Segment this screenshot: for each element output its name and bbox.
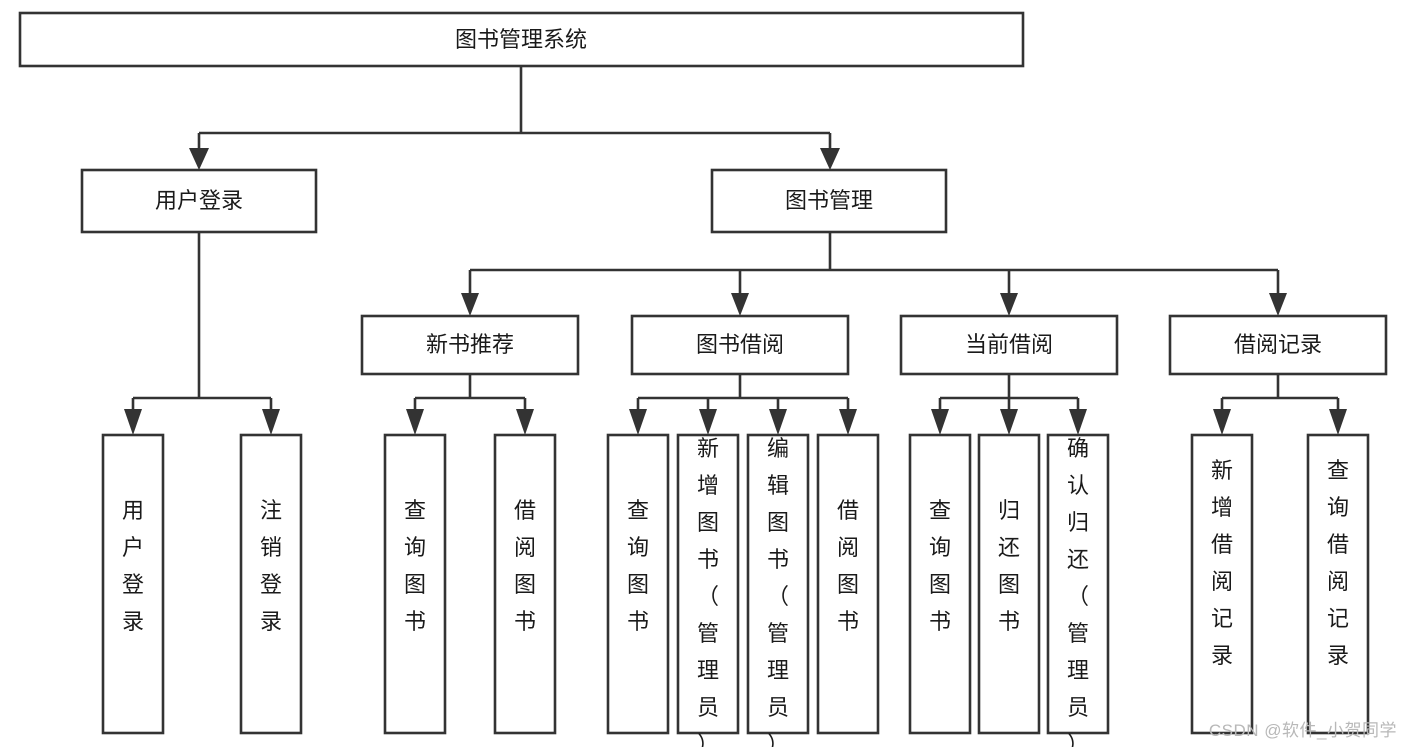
node-leaf-user-login-box[interactable]: [101, 433, 165, 735]
node-leaf-borrow-book-1-label: 借阅图书: [514, 498, 536, 634]
node-leaf-user-login-label: 用户登录: [122, 498, 144, 634]
node-leaf-query-book-2[interactable]: 查询图书: [606, 433, 670, 735]
node-leaf-logout-label: 注销登录: [260, 498, 282, 634]
arrow-head-leaf-query-record: [1329, 409, 1347, 435]
node-book-manage-box[interactable]: [710, 168, 948, 234]
node-leaf-borrow-book-1-box[interactable]: [493, 433, 557, 735]
node-leaf-edit-book-label: 编辑图书（管理员）: [767, 436, 789, 747]
node-current-borrow[interactable]: 当前借阅: [899, 314, 1119, 376]
node-leaf-borrow-book-2-label: 借阅图书: [837, 498, 859, 634]
arrow-head-borrow-record: [1269, 293, 1287, 316]
node-new-book-rec-label: 新书推荐: [426, 332, 514, 357]
arrow-head-leaf-add-book: [699, 409, 717, 435]
node-user-login-box[interactable]: [80, 168, 318, 234]
node-book-manage-label: 图书管理: [785, 188, 873, 213]
node-root-label: 图书管理系统: [455, 27, 587, 52]
arrow-head-leaf-query-book-3: [931, 409, 949, 435]
node-borrow-record[interactable]: 借阅记录: [1168, 314, 1388, 376]
node-current-borrow-box[interactable]: [899, 314, 1119, 376]
node-leaf-borrow-book-1[interactable]: 借阅图书: [493, 433, 557, 735]
node-leaf-return-book[interactable]: 归还图书: [977, 433, 1041, 735]
node-borrow-record-box[interactable]: [1168, 314, 1388, 376]
node-book-borrow-label: 图书借阅: [696, 332, 784, 357]
node-leaf-query-book-3-box[interactable]: [908, 433, 972, 735]
arrow-head-new-book-rec: [461, 293, 479, 316]
node-leaf-add-record-box[interactable]: [1190, 433, 1254, 735]
node-leaf-query-record[interactable]: 查询借阅记录: [1306, 433, 1370, 735]
node-book-manage[interactable]: 图书管理: [710, 168, 948, 234]
node-current-borrow-label: 当前借阅: [965, 332, 1053, 357]
node-leaf-query-record-label: 查询借阅记录: [1327, 458, 1349, 668]
node-new-book-rec[interactable]: 新书推荐: [360, 314, 580, 376]
arrow-head-leaf-borrow-book-2: [839, 409, 857, 435]
node-leaf-return-book-box[interactable]: [977, 433, 1041, 735]
arrow-head-user-login: [189, 148, 209, 170]
node-user-login[interactable]: 用户登录: [80, 168, 318, 234]
arrow-head-leaf-query-book-2: [629, 409, 647, 435]
node-leaf-query-book-1[interactable]: 查询图书: [383, 433, 447, 735]
arrow-head-leaf-return-book: [1000, 409, 1018, 435]
node-book-borrow-box[interactable]: [630, 314, 850, 376]
connector-layer: [124, 66, 1347, 435]
node-book-borrow[interactable]: 图书借阅: [630, 314, 850, 376]
arrow-head-leaf-confirm-return: [1069, 409, 1087, 435]
node-root[interactable]: 图书管理系统: [18, 11, 1025, 68]
node-leaf-confirm-return-box[interactable]: [1046, 433, 1110, 735]
node-leaf-add-record[interactable]: 新增借阅记录: [1190, 433, 1254, 735]
node-user-login-label: 用户登录: [155, 188, 243, 213]
arrow-head-leaf-user-login: [124, 409, 142, 435]
node-leaf-user-login[interactable]: 用户登录: [101, 433, 165, 735]
arrow-head-leaf-edit-book: [769, 409, 787, 435]
arrow-head-book-manage: [820, 148, 840, 170]
node-leaf-add-record-label: 新增借阅记录: [1211, 458, 1233, 668]
node-new-book-rec-box[interactable]: [360, 314, 580, 376]
arrow-head-leaf-add-record: [1213, 409, 1231, 435]
node-leaf-query-book-1-box[interactable]: [383, 433, 447, 735]
arrow-head-leaf-query-book-1: [406, 409, 424, 435]
node-leaf-confirm-return[interactable]: 确认归还（管理员）: [1046, 433, 1110, 752]
node-leaf-query-book-2-box[interactable]: [606, 433, 670, 735]
node-leaf-edit-book[interactable]: 编辑图书（管理员）: [746, 433, 810, 752]
node-leaf-query-book-3[interactable]: 查询图书: [908, 433, 972, 735]
node-leaf-edit-book-box[interactable]: [746, 433, 810, 735]
node-leaf-confirm-return-label: 确认归还（管理员）: [1067, 436, 1089, 747]
node-leaf-logout-box[interactable]: [239, 433, 303, 735]
arrow-head-current-borrow: [1000, 293, 1018, 316]
node-leaf-query-book-2-label: 查询图书: [627, 498, 649, 634]
node-leaf-borrow-book-2-box[interactable]: [816, 433, 880, 735]
node-leaf-return-book-label: 归还图书: [998, 498, 1020, 634]
node-leaf-query-book-3-label: 查询图书: [929, 498, 951, 634]
arrow-head-leaf-logout: [262, 409, 280, 435]
node-root-box[interactable]: [18, 11, 1025, 68]
csdn-watermark: CSDN @软件_小贺同学: [1208, 721, 1397, 740]
node-leaf-add-book-label: 新增图书（管理员）: [697, 436, 719, 747]
node-leaf-borrow-book-2[interactable]: 借阅图书: [816, 433, 880, 735]
node-leaf-query-record-box[interactable]: [1306, 433, 1370, 735]
arrow-head-book-borrow: [731, 293, 749, 316]
node-leaf-add-book[interactable]: 新增图书（管理员）: [676, 433, 740, 752]
arrow-head-leaf-borrow-book-1: [516, 409, 534, 435]
node-borrow-record-label: 借阅记录: [1234, 332, 1322, 357]
node-leaf-add-book-box[interactable]: [676, 433, 740, 735]
node-leaf-logout[interactable]: 注销登录: [239, 433, 303, 735]
node-leaf-query-book-1-label: 查询图书: [404, 498, 426, 634]
